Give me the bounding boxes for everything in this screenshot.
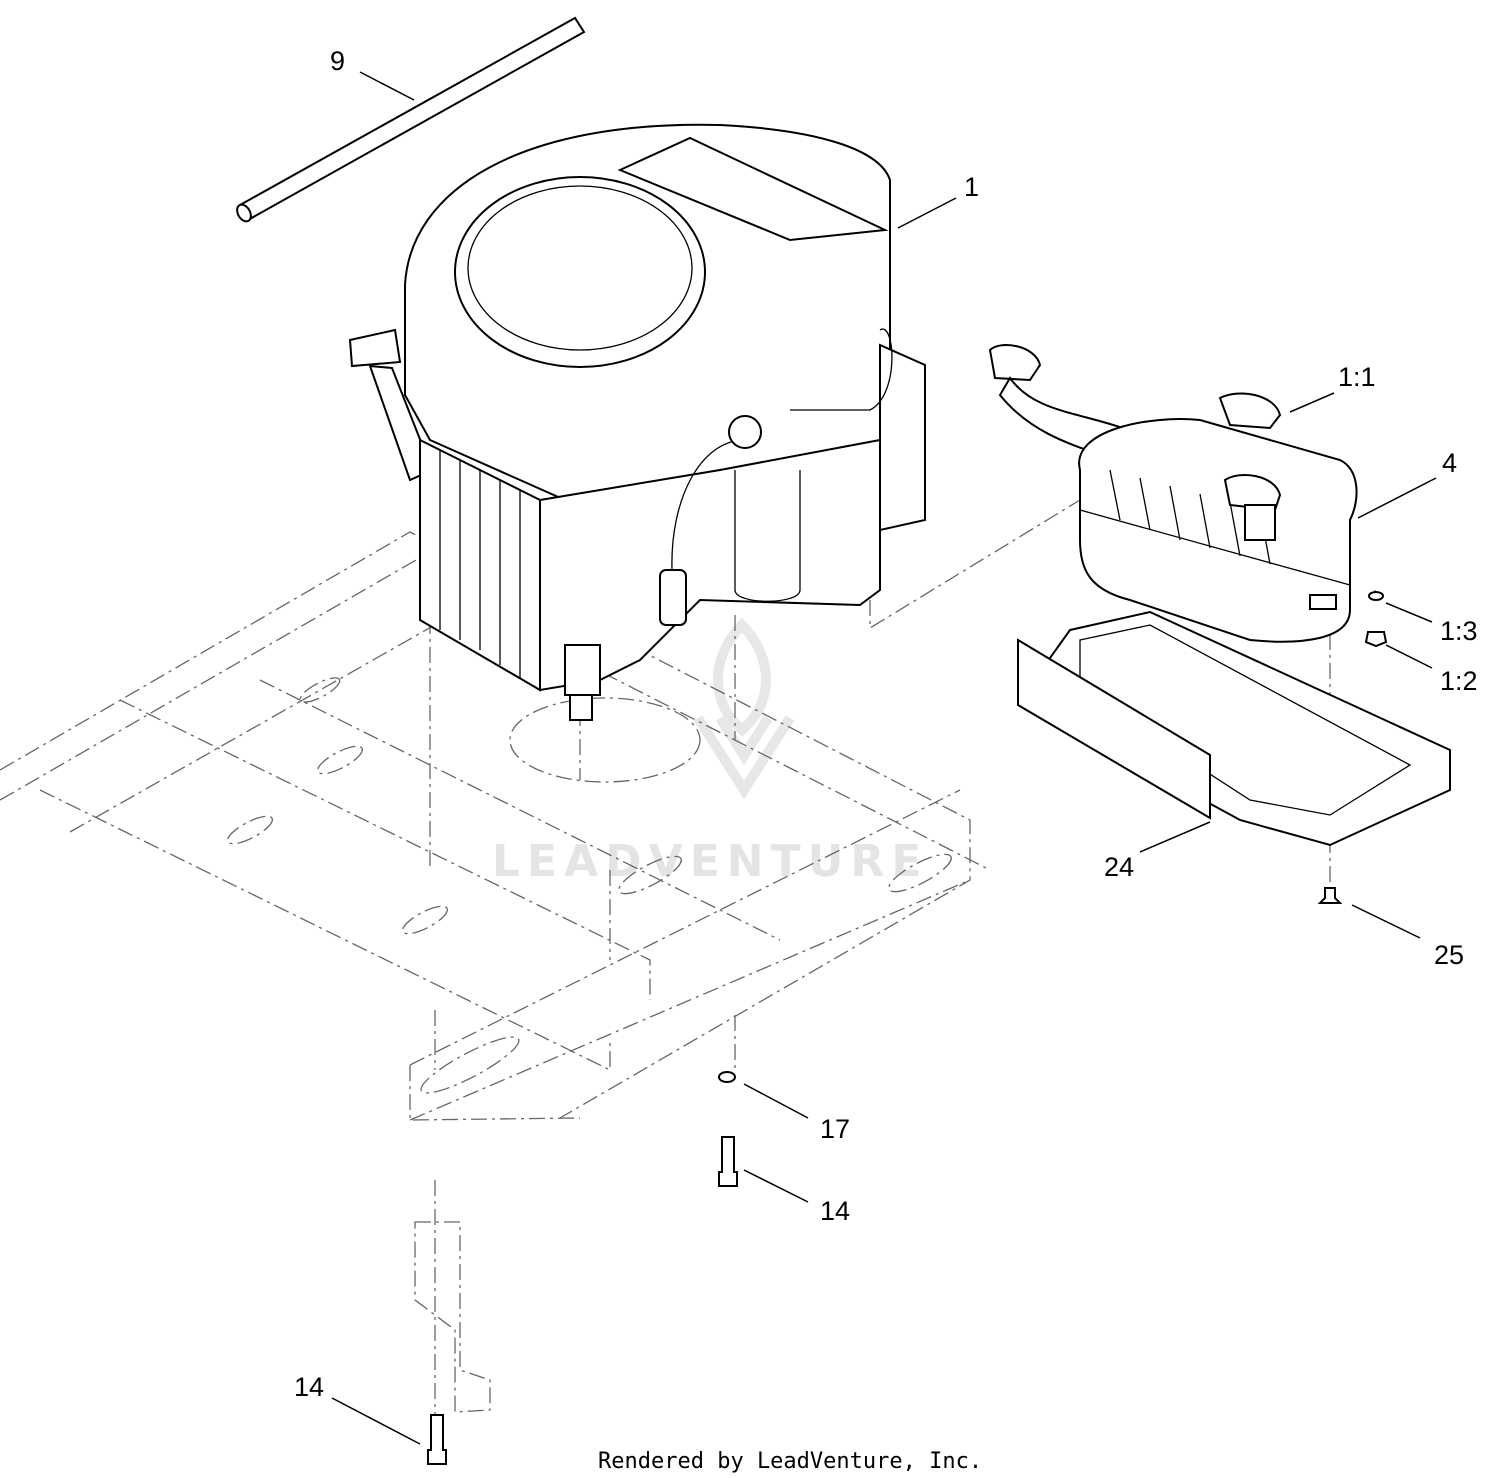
nut-1-2 xyxy=(1364,631,1388,648)
watermark-logo-icon xyxy=(693,617,795,800)
heat-shield xyxy=(1017,610,1451,847)
watermark-text: LEADVENTURE xyxy=(492,836,928,887)
bolt-14-center xyxy=(718,1136,738,1187)
callout-labels: 9 1 1:1 4 1:3 1:2 24 25 17 14 14 xyxy=(294,46,1478,1402)
callout-9: 9 xyxy=(330,46,345,76)
leader-lines xyxy=(331,71,1437,1445)
callout-1: 1 xyxy=(964,172,979,202)
callout-14-lower: 14 xyxy=(294,1372,324,1402)
dipstick-tube xyxy=(236,16,586,223)
callout-17: 17 xyxy=(820,1114,850,1144)
callout-1-2: 1:2 xyxy=(1440,666,1478,696)
footer-credit: Rendered by LeadVenture, Inc. xyxy=(598,1449,982,1474)
washer-17 xyxy=(718,1071,736,1083)
muffler-assembly xyxy=(988,344,1358,643)
washer-1-3 xyxy=(1368,591,1384,601)
engine xyxy=(348,123,926,721)
watermark: LEADVENTURE xyxy=(492,617,928,887)
callout-1-3: 1:3 xyxy=(1440,616,1478,646)
callout-24: 24 xyxy=(1104,852,1134,882)
callout-25: 25 xyxy=(1434,940,1464,970)
callout-14-center: 14 xyxy=(820,1196,850,1226)
bolt-25 xyxy=(1317,887,1343,904)
bolt-14-lower xyxy=(427,1414,447,1465)
callout-1-1: 1:1 xyxy=(1338,362,1376,392)
fasteners xyxy=(427,591,1388,1465)
callout-4: 4 xyxy=(1442,448,1457,478)
